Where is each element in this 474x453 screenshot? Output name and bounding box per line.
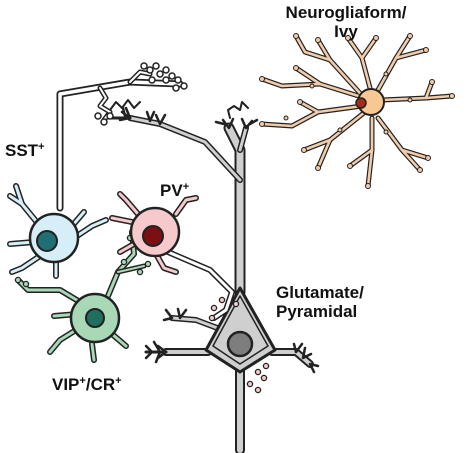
pv-axon <box>165 249 235 321</box>
label-cr-sup: + <box>115 375 122 387</box>
label-sst-sup: + <box>38 141 45 153</box>
pyramidal-spines <box>103 99 320 374</box>
label-cr-text: /CR <box>85 375 116 394</box>
vip-cr-cell <box>14 224 152 363</box>
pyramidal-apical-dendrite <box>127 115 249 298</box>
label-sst: SST+ <box>5 141 45 160</box>
label-vip-text: VIP <box>52 375 80 394</box>
sst-cell <box>7 62 188 279</box>
label-pv-sup: + <box>182 181 190 193</box>
label-glutamate-pyramidal: Glutamate/ Pyramidal <box>276 283 364 321</box>
label-pv-text: PV <box>160 181 183 200</box>
label-sst-text: SST <box>5 141 39 160</box>
pv-dendrites <box>109 191 199 275</box>
pyramidal-cell <box>103 99 320 453</box>
sst-axon-boutons <box>94 62 188 126</box>
sst-nucleus <box>36 230 58 252</box>
pv-cell <box>109 191 240 322</box>
pv-nucleus <box>142 225 164 247</box>
vip-nucleus <box>85 308 105 328</box>
label-neurogliaform-line1: Neurogliaform/ <box>285 3 407 22</box>
sst-axon <box>56 69 184 212</box>
pyramidal-nucleus <box>226 330 254 358</box>
label-neurogliaform: Neurogliaform/ Ivy <box>280 3 412 41</box>
neurogliaform-cell <box>259 33 455 189</box>
label-pv: PV+ <box>160 181 189 200</box>
label-neurogliaform-line2: Ivy <box>334 22 358 41</box>
pv-perisomatic-boutons <box>246 362 270 394</box>
label-glutamate-line2: Pyramidal <box>276 302 358 321</box>
pyramidal-soma <box>204 286 277 374</box>
label-vip-cr: VIP+/CR+ <box>52 375 122 394</box>
pv-axon-boutons <box>208 296 240 322</box>
neurogliaform-nucleus <box>355 97 367 109</box>
label-glutamate-line1: Glutamate/ <box>276 283 364 302</box>
neurogliaform-dendrites <box>259 33 455 189</box>
label-vip-sup: + <box>79 375 86 387</box>
